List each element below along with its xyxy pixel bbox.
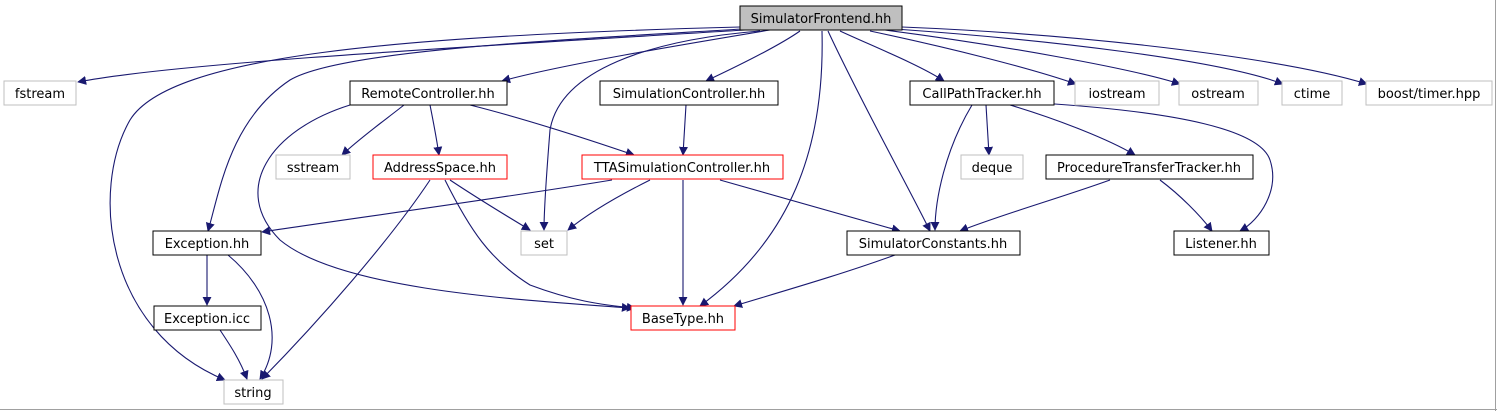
- edge-layer: [77, 26, 1368, 382]
- node-sstream: sstream: [275, 154, 351, 180]
- edge-callpathtracker-listener: [1039, 102, 1274, 232]
- edge-exceptionicc-string: [219, 329, 249, 380]
- edge-simulatorfrontend-iostream: [869, 30, 1077, 86]
- node-simulatorconstants[interactable]: SimulatorConstants.hh: [846, 230, 1021, 256]
- edge-ttasimulationcontroller-set: [567, 179, 651, 231]
- node-label: ostream: [1191, 87, 1245, 102]
- node-label: ctime: [1294, 87, 1331, 102]
- node-simulatorfrontend[interactable]: SimulatorFrontend.hh: [739, 5, 903, 31]
- node-listener[interactable]: Listener.hh: [1173, 230, 1270, 256]
- node-callpathtracker[interactable]: CallPathTracker.hh: [909, 80, 1055, 106]
- node-label: TTASimulationController.hh: [593, 161, 770, 176]
- node-ttasimulationcontroller[interactable]: TTASimulationController.hh: [581, 154, 784, 180]
- node-label: Exception.hh: [165, 237, 250, 252]
- node-remotecontroller[interactable]: RemoteController.hh: [349, 80, 508, 106]
- node-ctime: ctime: [1281, 80, 1343, 106]
- edge-simulatorfrontend-string: [109, 26, 741, 382]
- edge-simulatorfrontend-ctime: [894, 28, 1284, 86]
- edge-simulatorfrontend-simulationcontroller: [705, 30, 801, 82]
- node-fstream: fstream: [3, 80, 77, 106]
- edge-simulatorfrontend-ostream: [884, 29, 1181, 86]
- node-label: iostream: [1088, 87, 1145, 102]
- node-label: CallPathTracker.hh: [922, 87, 1041, 102]
- node-label: fstream: [15, 87, 65, 102]
- edge-ttasimulationcontroller-exception: [261, 179, 613, 236]
- edge-simulatorconstants-basetype: [733, 254, 896, 308]
- edge-callpathtracker-simulatorconstants: [930, 104, 973, 231]
- edge-addressspace-basetype: [444, 179, 636, 312]
- node-basetype[interactable]: BaseType.hh: [630, 305, 736, 331]
- edge-proceduretransfertracker-simulatorconstants: [959, 179, 1111, 233]
- node-iostream: iostream: [1074, 80, 1160, 106]
- edge-simulatorfrontend-basetype: [699, 30, 823, 307]
- edge-simulatorfrontend-callpathtracker: [839, 30, 945, 82]
- node-label: boost/timer.hpp: [1378, 87, 1481, 102]
- edge-simulatorfrontend-exception: [205, 28, 743, 232]
- node-label: BaseType.hh: [642, 312, 724, 327]
- node-label: SimulationController.hh: [613, 87, 766, 102]
- node-string: string: [223, 379, 284, 405]
- edge-remotecontroller-addressspace: [429, 104, 443, 156]
- node-label: set: [534, 237, 554, 252]
- edge-simulatorfrontend-fstream: [77, 29, 746, 85]
- node-label: ProcedureTransferTracker.hh: [1057, 161, 1241, 176]
- node-exception-icc[interactable]: Exception.icc: [153, 305, 262, 331]
- edge-simulatorfrontend-set: [539, 30, 761, 231]
- node-label: string: [234, 386, 271, 401]
- node-label: deque: [972, 161, 1013, 176]
- edge-remotecontroller-ttasimulationcontroller: [469, 104, 635, 157]
- node-label: AddressSpace.hh: [384, 161, 496, 176]
- edge-proceduretransfertracker-listener: [1159, 179, 1213, 232]
- node-boost-timer: boost/timer.hpp: [1365, 80, 1493, 106]
- node-label: sstream: [287, 161, 339, 176]
- edge-simulatorfrontend-boosttimer: [901, 26, 1368, 86]
- node-layer: SimulatorFrontend.hh fstream RemoteContr…: [3, 5, 1493, 405]
- node-addressspace[interactable]: AddressSpace.hh: [372, 154, 508, 180]
- node-label: RemoteController.hh: [361, 87, 495, 102]
- node-label: SimulatorConstants.hh: [859, 237, 1008, 252]
- edge-ttasimulationcontroller-simulatorconstants: [719, 179, 901, 234]
- node-proceduretransfertracker[interactable]: ProcedureTransferTracker.hh: [1045, 154, 1254, 180]
- edge-remotecontroller-sstream: [341, 104, 405, 156]
- edge-callpathtracker-deque: [984, 104, 994, 156]
- edge-remotecontroller-basetype: [257, 104, 631, 312]
- node-simulationcontroller[interactable]: SimulationController.hh: [599, 80, 779, 106]
- node-label: Listener.hh: [1185, 237, 1257, 252]
- edge-simulatorfrontend-simulatorconstants: [827, 30, 931, 232]
- edge-addressspace-set: [449, 179, 531, 231]
- edge-simulationcontroller-ttasimulationcontroller: [678, 104, 688, 156]
- node-ostream: ostream: [1178, 80, 1259, 106]
- node-label: SimulatorFrontend.hh: [751, 12, 892, 27]
- edge-simulatorfrontend-remotecontroller: [501, 29, 771, 84]
- node-deque: deque: [960, 154, 1024, 180]
- edge-addressspace-string: [261, 179, 431, 380]
- node-set: set: [520, 230, 568, 256]
- edge-exception-string: [227, 254, 273, 380]
- node-exception[interactable]: Exception.hh: [152, 230, 262, 256]
- edge-callpathtracker-proceduretransfertracker: [1009, 104, 1136, 156]
- node-label: Exception.icc: [164, 312, 250, 327]
